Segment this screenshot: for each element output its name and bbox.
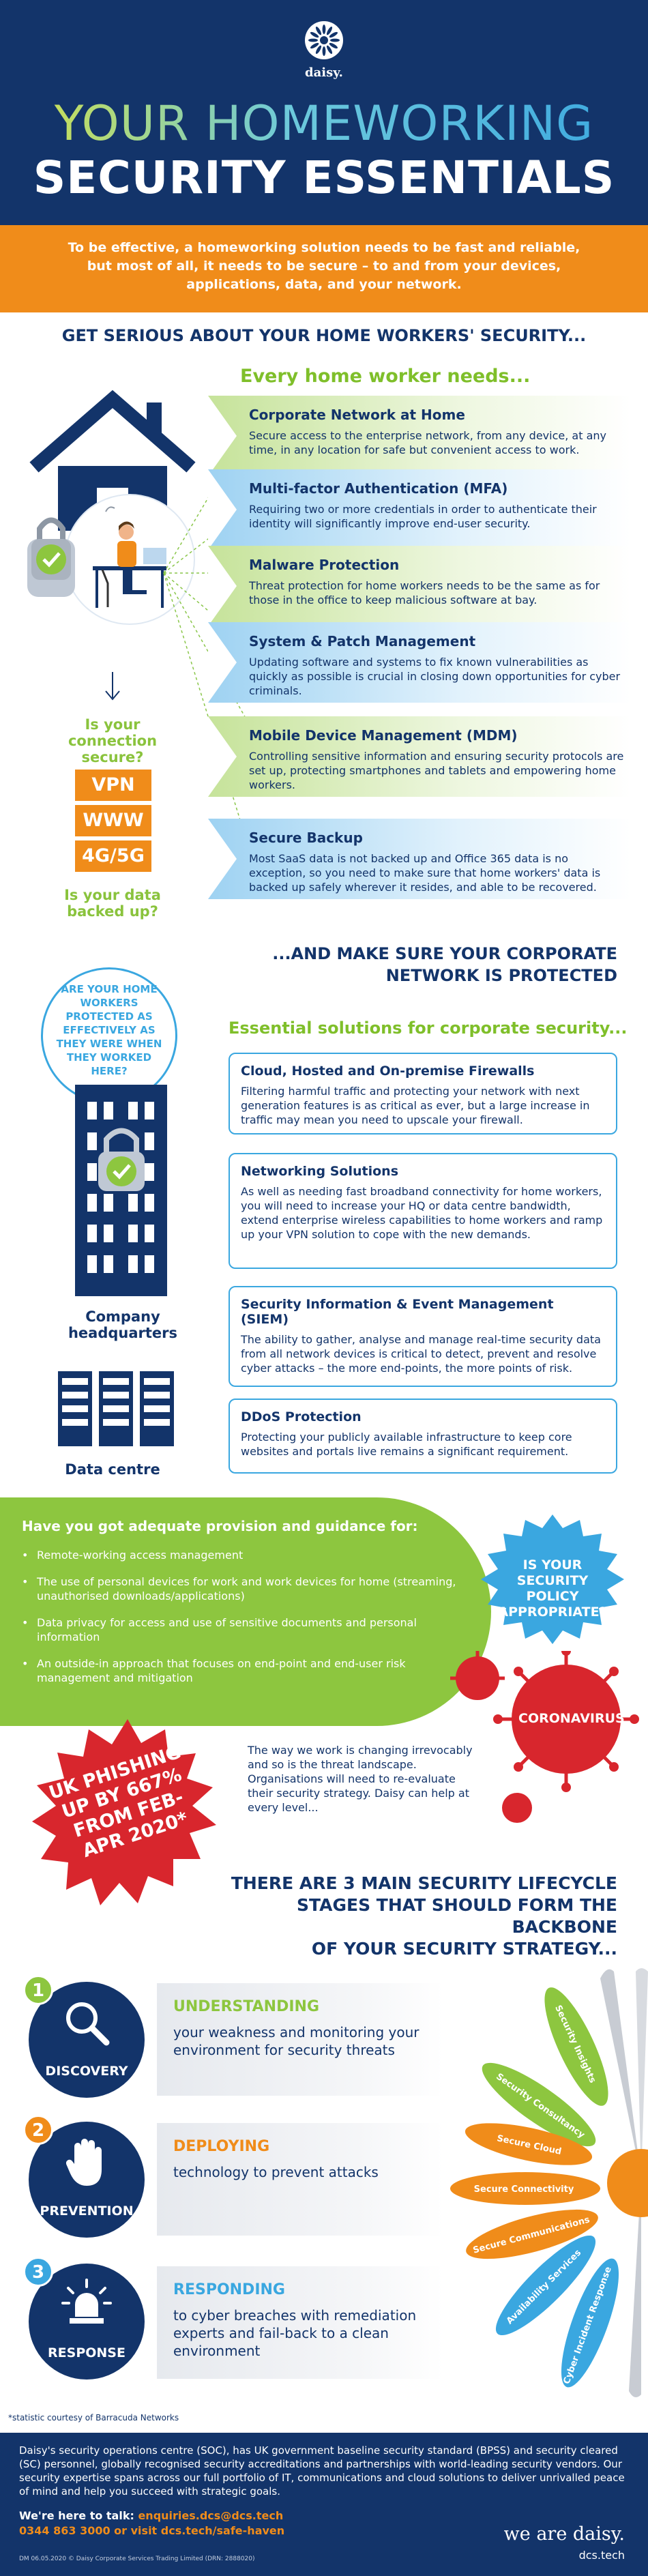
hq-label: Company headquarters xyxy=(68,1308,178,1341)
lifecycle-heading: THERE ARE 3 MAIN SECURITY LIFECYCLE STAG… xyxy=(231,1873,617,1959)
4g5g-badge: 4G/5G xyxy=(75,840,151,872)
data-centre-illustration xyxy=(58,1371,174,1446)
provision-item: An outside-in approach that focuses on e… xyxy=(22,1656,458,1685)
provision-list: Remote-working access management The use… xyxy=(22,1548,458,1697)
magnifier-icon xyxy=(66,2002,110,2046)
legal-text: DM 06.05.2020 © Daisy Corporate Services… xyxy=(19,2556,255,2562)
company-hq-illustration xyxy=(75,1085,167,1296)
hand-stop-icon xyxy=(66,2139,102,2186)
policy-bubble xyxy=(481,1514,624,1644)
footer-contact: We're here to talk: enquiries.dcs@dcs.te… xyxy=(19,2509,283,2522)
title-line-2: SECURITY ESSENTIALS xyxy=(33,151,615,204)
provision-item: The use of personal devices for work and… xyxy=(22,1575,458,1603)
need-item-mdm: Mobile Device Management (MDM)Controllin… xyxy=(208,716,631,797)
home-worker-illustration xyxy=(27,390,196,625)
alarm-siren-icon xyxy=(61,2279,112,2324)
section2-subheading: Essential solutions for corporate securi… xyxy=(229,1019,628,1038)
provision-item: Data privacy for access and use of sensi… xyxy=(22,1615,458,1644)
change-text: The way we work is changing irrevocably … xyxy=(248,1744,473,1814)
stage-understanding: UNDERSTANDING your weakness and monitori… xyxy=(157,1983,443,2096)
talk-label: We're here to talk: xyxy=(19,2509,134,2522)
petal-grey xyxy=(600,1969,641,2178)
solution-siem: Security Information & Event Management … xyxy=(229,1286,617,1387)
tagline: we are daisy. xyxy=(503,2523,625,2545)
section2-heading: ...AND MAKE SURE YOUR CORPORATE NETWORK … xyxy=(272,944,617,985)
provision-item: Remote-working access management xyxy=(22,1548,458,1562)
provision-heading: Have you got adequate provision and guid… xyxy=(22,1518,418,1534)
backup-question: Is your data backed up? xyxy=(64,887,161,920)
stage-responding: RESPONDING to cyber breaches with remedi… xyxy=(157,2266,443,2379)
section1-subheading: Every home worker needs... xyxy=(240,366,531,387)
data-centre-label: Data centre xyxy=(65,1461,160,1478)
need-item-mfa: Multi-factor Authentication (MFA)Requiri… xyxy=(208,469,631,550)
intro-banner: To be effective, a homeworking solution … xyxy=(0,225,648,312)
coronavirus-label: CORONAVIRUS xyxy=(518,1711,625,1726)
phishing-starburst xyxy=(32,1719,216,1905)
vpn-badge: VPN xyxy=(75,770,151,801)
stage-number-1: 1 xyxy=(23,1975,53,2005)
policy-bubble-text: IS YOUR SECURITY POLICY APPROPRIATE? xyxy=(498,1557,607,1620)
title-line-1: YOUR HOMEWORKING xyxy=(0,96,648,151)
provision-panel: Have you got adequate provision and guid… xyxy=(0,1497,491,1726)
arrow-down-icon xyxy=(105,672,120,701)
petal-availability-services: Availability Services xyxy=(505,2248,584,2327)
section1-heading: GET SERIOUS ABOUT YOUR HOME WORKERS' SEC… xyxy=(61,326,587,345)
footer-about: Daisy's security operations centre (SOC)… xyxy=(19,2444,625,2498)
stage-number-2: 2 xyxy=(23,2115,53,2145)
stage-deploying: DEPLOYING technology to prevent attacks xyxy=(157,2123,443,2236)
coronavirus-illustration xyxy=(450,1651,639,1823)
services-flower: Security Insights Security Consultancy S… xyxy=(450,1968,648,2397)
connection-question: Is your connection secure? xyxy=(68,716,158,765)
email-link[interactable]: enquiries.dcs@dcs.tech xyxy=(138,2509,284,2522)
site-link[interactable]: dcs.tech xyxy=(578,2549,625,2562)
daisy-logo-icon xyxy=(305,21,343,59)
petal-secure-connectivity: Secure Connectivity xyxy=(474,2184,574,2195)
footnote: *statistic courtesy of Barracuda Network… xyxy=(8,2413,179,2423)
brand-name: daisy. xyxy=(305,65,343,80)
stage-number-3: 3 xyxy=(23,2257,53,2287)
question-bubble-text: ARE YOUR HOME WORKERS PROTECTED AS EFFEC… xyxy=(56,983,162,1077)
phone-link[interactable]: 0344 863 3000 or visit dcs.tech/safe-hav… xyxy=(19,2524,285,2537)
footer: Daisy's security operations centre (SOC)… xyxy=(0,2433,648,2576)
www-badge: WWW xyxy=(75,805,151,836)
